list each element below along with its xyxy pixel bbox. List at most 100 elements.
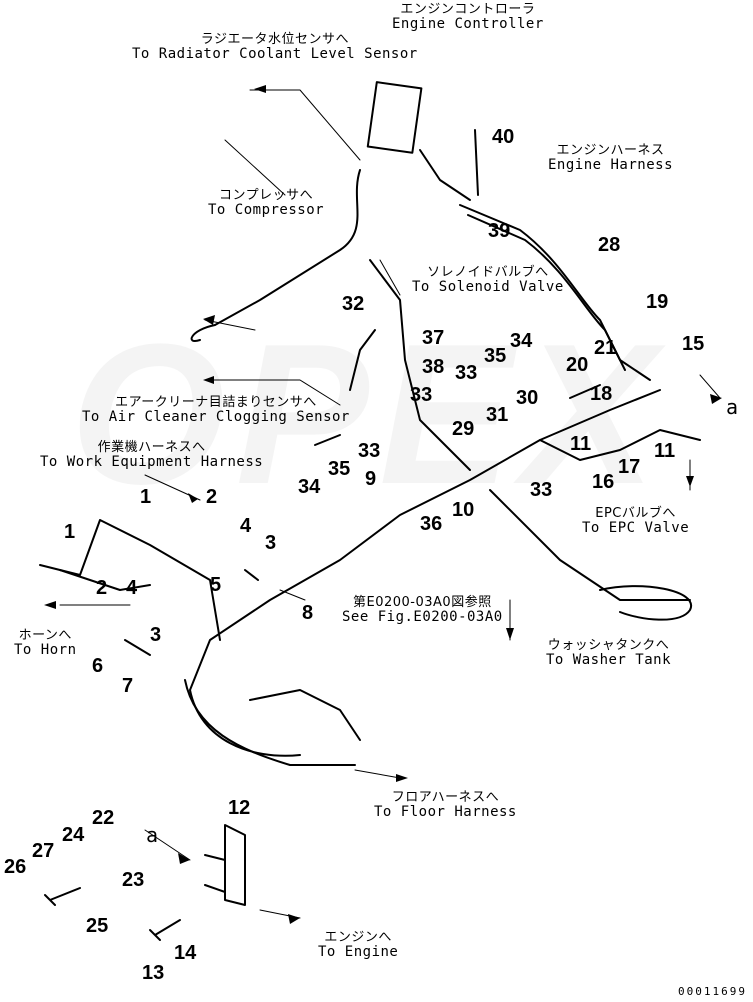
label-en: Engine Controller [392,16,544,32]
part-number: 35 [484,345,507,367]
arrow-horn [44,601,56,609]
label-jp: コンプレッサへ [218,188,314,203]
part-number: 11 [654,440,676,462]
part-number: 3 [150,624,162,646]
label-en: To Solenoid Valve [412,279,564,295]
part-number: 31 [486,404,509,426]
ref-a-bracket: a [146,823,159,847]
arrow-floor [396,774,408,782]
label-solenoid: ソレノイドバルブへ To Solenoid Valve [412,265,564,295]
part-number: 34 [298,476,321,498]
part-number: 36 [420,513,443,535]
ref-a-right: a [726,395,739,419]
air-cleaner-branch [349,329,376,391]
part-number: 37 [422,327,445,349]
label-air-cleaner: エアークリーナ目詰まりセンサへ To Air Cleaner Clogging … [82,395,350,425]
part-number: 15 [682,333,705,355]
arrow-air-cleaner [203,376,214,384]
leader-lines [59,89,721,919]
part-number: 30 [516,387,539,409]
part-number: 33 [455,362,478,384]
part-number: 6 [92,655,104,677]
arrow-compressor [203,315,215,325]
label-jp: エンジンへ [324,930,392,945]
arrow-work-equipment [188,493,198,503]
part-number: 14 [174,942,197,964]
compressor-branch [214,169,361,326]
label-compressor: コンプレッサへ To Compressor [208,188,324,218]
label-washer-tank: ウォッシャタンクへ To Washer Tank [546,638,671,668]
label-jp: エンジンハーネス [556,143,665,158]
part-number: 12 [228,797,251,819]
part-number: 25 [86,915,109,937]
part-number: 1 [64,521,76,543]
label-en: To Radiator Coolant Level Sensor [132,46,418,62]
part-number: 1 [140,486,152,508]
part-number: 18 [590,383,613,405]
label-radiator: ラジエータ水位センサへ To Radiator Coolant Level Se… [132,32,418,62]
arrow-a-bracket [178,853,190,864]
part-number: 29 [452,418,475,440]
label-en: To Air Cleaner Clogging Sensor [82,409,350,425]
epc-branch [539,429,701,461]
bolt-3 [244,569,259,581]
label-en: See Fig.E0200-03A0 [342,609,503,625]
label-en: To Washer Tank [546,652,672,668]
document-id: 00011699 [678,985,747,998]
part-number: 2 [206,486,218,508]
part-number: 33 [358,440,381,462]
part-number: 28 [598,234,621,256]
label-en: To Horn [14,642,77,658]
label-work-equipment: 作業機ハーネスへ To Work Equipment Harness [40,440,263,470]
label-en: To Floor Harness [374,804,517,820]
solenoid-branch [369,259,471,471]
arrow-engine [288,914,300,924]
arrow-washer [506,628,514,640]
label-en: To Engine [318,944,399,960]
label-engine-controller: エンジンコントローラ Engine Controller [392,2,544,32]
label-en: To Work Equipment Harness [40,454,264,470]
part-number: 4 [126,577,138,599]
label-jp: 作業機ハーネスへ [97,440,206,455]
label-en: To Compressor [208,202,325,218]
main-harness-lower [184,679,356,766]
bolt-13 [149,919,181,941]
part-number: 11 [570,433,592,455]
label-jp: ラジエータ水位センサへ [200,32,349,47]
part-number: 34 [510,330,533,352]
part-number: 4 [240,515,252,537]
label-jp: フロアハーネスへ [391,790,500,805]
part-number: 24 [62,824,85,846]
label-epc-valve: EPCバルブへ To EPC Valve [582,506,689,536]
part-number: 13 [142,962,165,984]
horn-branch [59,569,151,591]
label-horn: ホーンへ To Horn [14,628,77,658]
part-number: 22 [92,807,115,829]
arrow-radiator [254,85,266,93]
label-en: Engine Harness [548,157,674,173]
part-number: 27 [32,840,55,862]
part-number: 33 [410,384,433,406]
part-number: 19 [646,291,669,313]
bolt-26 [44,887,81,906]
bolt-40 [474,129,479,196]
label-jp: EPCバルブへ [595,506,676,521]
part-number: 9 [365,468,377,490]
label-jp: ウォッシャタンクへ [547,638,670,653]
label-jp: ホーンへ [18,628,72,643]
part-number: 23 [122,869,145,891]
part-number: 17 [618,456,641,478]
part-number: 21 [594,337,617,359]
part-number: 39 [488,220,511,242]
label-engine: エンジンへ To Engine [318,930,398,960]
label-see-fig: 第E0200-03A0図参照 See Fig.E0200-03A0 [342,595,503,625]
part-number: 10 [452,499,475,521]
part-number: 5 [210,574,222,596]
engine-controller-box [366,81,423,154]
washer-hose [599,585,693,621]
engine-harness-line [459,204,651,381]
bolt-6 [124,639,151,656]
bolt-34 [314,434,341,446]
label-jp: 第E0200-03A0図参照 [353,595,492,610]
